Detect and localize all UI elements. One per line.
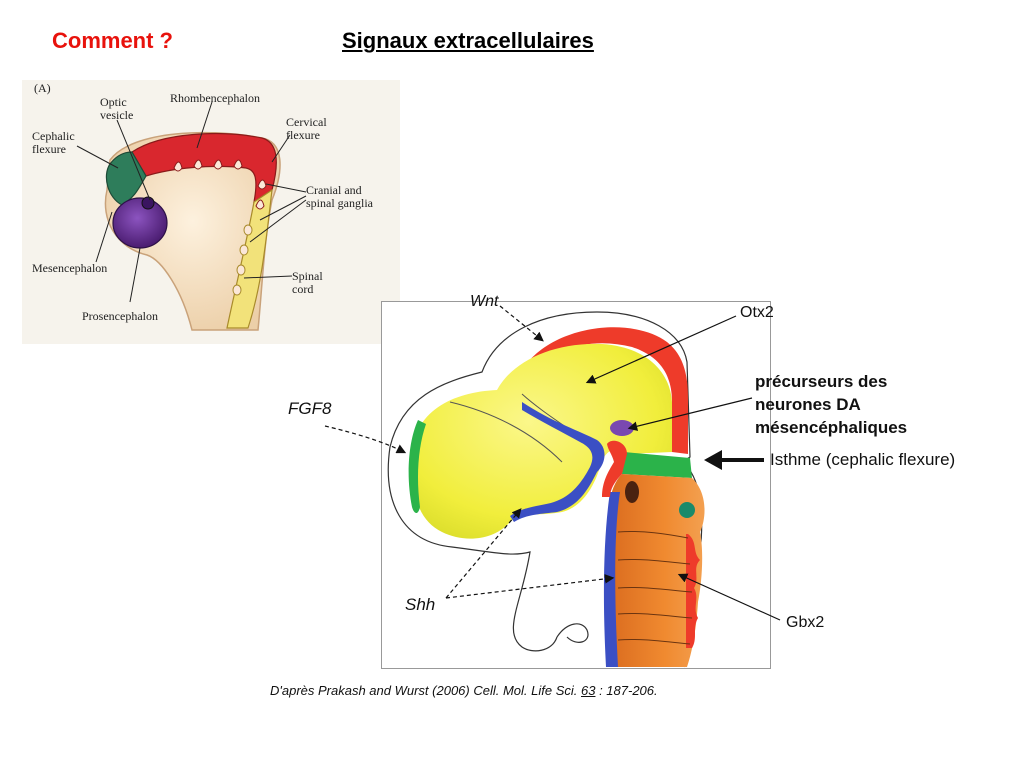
label-rhombencephalon: Rhombencephalon <box>170 91 260 105</box>
label-precursors-line3: mésencéphaliques <box>755 418 908 437</box>
label-cephalic-flexure-line1: Cephalic <box>32 129 75 143</box>
figure-caption: D'après Prakash and Wurst (2006) Cell. M… <box>270 683 658 698</box>
label-cephalic-flexure-line2: flexure <box>32 142 66 156</box>
label-mesencephalon: Mesencephalon <box>32 261 108 275</box>
panel-label: (A) <box>34 81 51 95</box>
fgf8-anterior-domain <box>408 420 426 514</box>
gbx2-domain <box>605 474 705 667</box>
label-cervical-flexure-line1: Cervical <box>286 115 327 129</box>
label-otx2: Otx2 <box>740 304 774 321</box>
figure-a-embryo-brain: (A) Optic vesicle Rhombencephalon Cephal… <box>22 80 400 344</box>
label-fgf8: FGF8 <box>288 399 332 418</box>
label-cranial-ganglia-line2: spinal ganglia <box>306 196 373 210</box>
figure-a-illustration <box>76 101 307 331</box>
teal-nucleus <box>679 502 695 518</box>
label-optic-vesicle-line1: Optic <box>100 95 127 109</box>
label-precursors-line1: précurseurs des <box>755 372 888 391</box>
label-spinal-cord-line1: Spinal <box>292 269 323 283</box>
label-isthmus: Isthme (cephalic flexure) <box>770 450 956 469</box>
label-cranial-ganglia-line1: Cranial and <box>306 183 362 197</box>
otx2-domain <box>411 343 672 539</box>
optic-vesicle <box>141 196 155 210</box>
shh-ventral-stripe <box>510 402 605 522</box>
cranial-ganglia <box>173 159 267 210</box>
caption-volume: 63 <box>581 683 596 698</box>
wnt-dorsal-edge <box>686 534 700 648</box>
dark-nucleus <box>625 481 639 503</box>
slide-question: Comment ? <box>52 28 173 53</box>
label-precursors-line2: neurones DA <box>755 395 861 414</box>
slide-title: Signaux extracellulaires <box>342 28 594 53</box>
caption-prefix: D'après Prakash and Wurst (2006) Cell. M… <box>270 683 581 698</box>
figure-a-leader-lines <box>76 101 307 303</box>
label-cervical-flexure-line2: flexure <box>286 128 320 142</box>
label-optic-vesicle-line2: vesicle <box>100 108 134 122</box>
label-spinal-cord-line2: cord <box>292 282 314 296</box>
caption-suffix: : 187-206. <box>595 683 658 698</box>
figure-b-signaling-diagram <box>381 301 771 669</box>
isthmus-boundary <box>602 440 627 497</box>
label-gbx2: Gbx2 <box>786 614 825 631</box>
label-shh: Shh <box>405 595 436 614</box>
spinal-ganglia <box>232 224 253 296</box>
label-wnt: Wnt <box>470 293 499 310</box>
loop-outline <box>556 623 589 643</box>
isthmus-fgf8-band <box>622 452 692 478</box>
rhombomere-segments <box>617 530 693 645</box>
label-prosencephalon: Prosencephalon <box>82 309 158 323</box>
